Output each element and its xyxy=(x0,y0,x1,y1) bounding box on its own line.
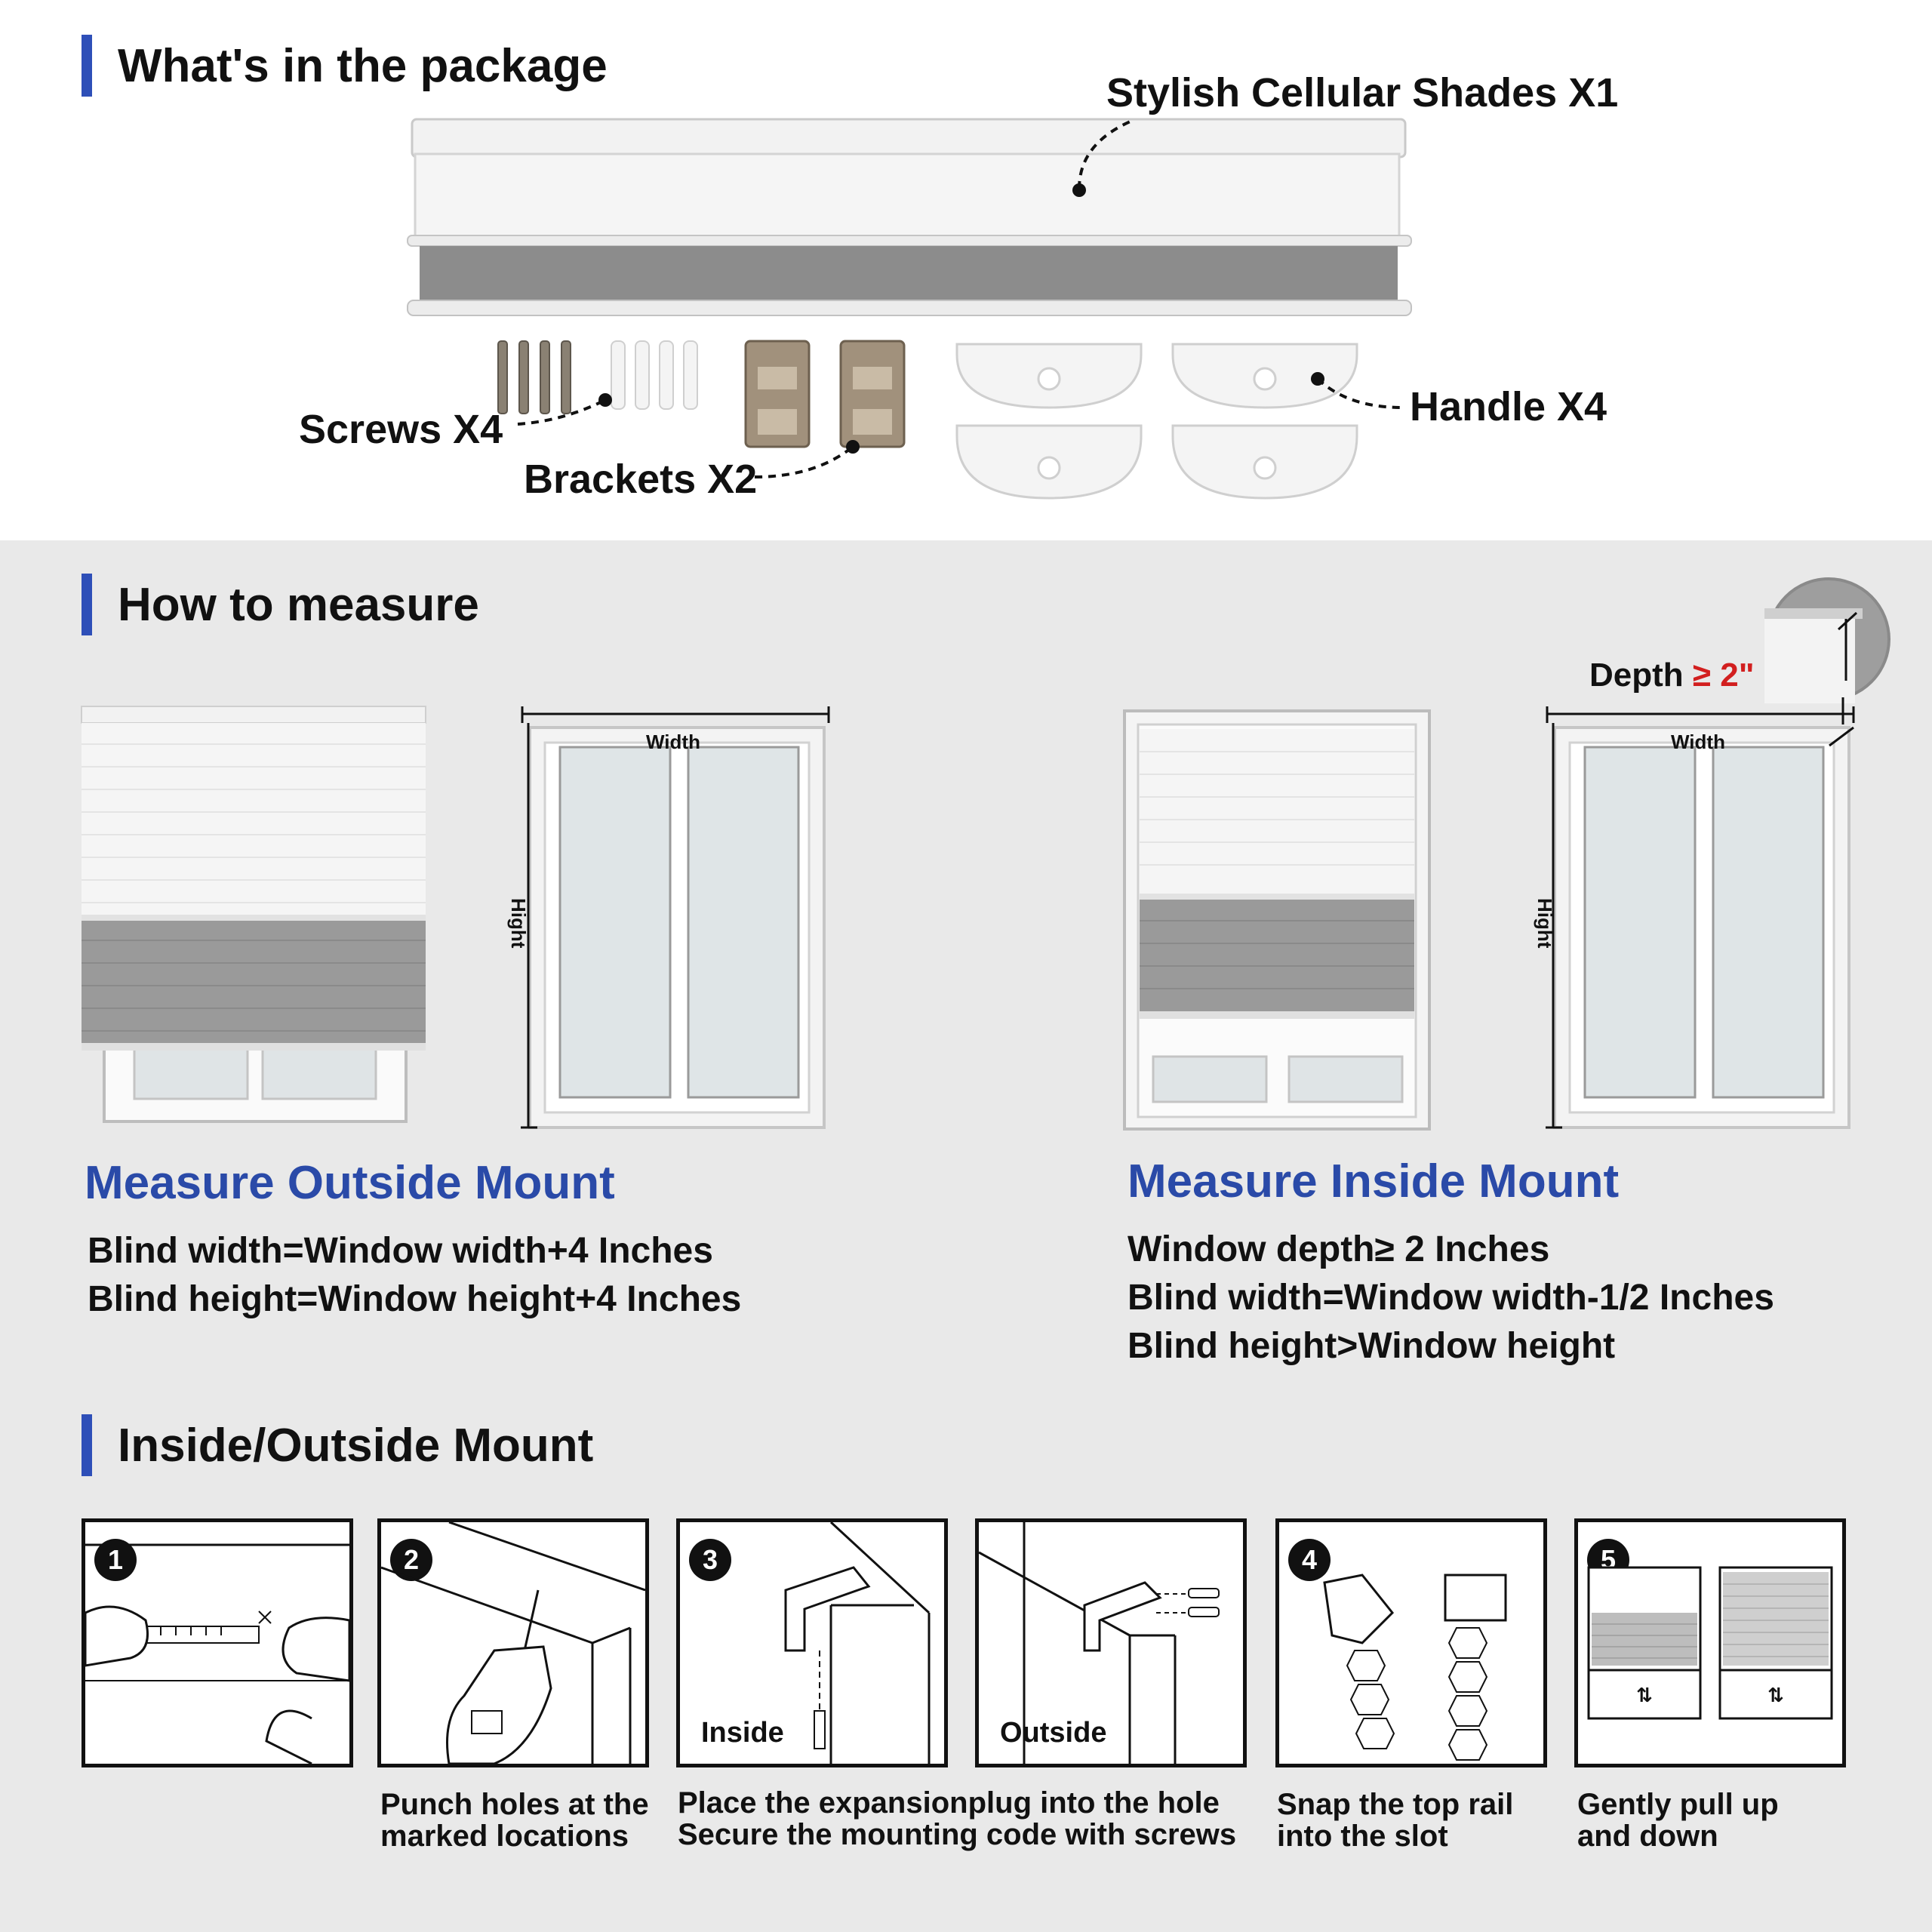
screws-leader-line xyxy=(517,393,612,426)
step-3-inside-panel: 3 Inside xyxy=(676,1518,948,1767)
brackets-leader-line xyxy=(754,440,860,478)
measuring-hands-illustration xyxy=(85,1543,349,1764)
caption-line: marked locations xyxy=(380,1820,629,1853)
snap-rail-illustration xyxy=(1323,1574,1507,1761)
mount-title: Inside/Outside Mount xyxy=(118,1420,594,1472)
inside-width-label: Width xyxy=(1671,731,1725,753)
outside-bracket-illustration xyxy=(979,1522,1220,1764)
inside-height-label: Hight xyxy=(1534,898,1556,949)
outside-width-label: Width xyxy=(646,731,700,753)
depth-pointer xyxy=(1841,697,1844,724)
handle-leader-line xyxy=(1311,372,1403,409)
inside-mount-window-diagram xyxy=(1546,706,1855,1129)
step-3-caption: Place the expansionplug into the hole Se… xyxy=(678,1787,1236,1850)
caption-line: and down xyxy=(1577,1820,1718,1853)
step-number: 3 xyxy=(689,1539,731,1581)
pull-shade-illustration: ⇅ ⇅ xyxy=(1587,1566,1833,1720)
step-5-panel: 5 ⇅ ⇅ xyxy=(1574,1518,1846,1767)
step-4-panel: 4 xyxy=(1275,1518,1547,1767)
caption-line: Place the expansionplug into the hole xyxy=(678,1786,1220,1820)
step-2-caption: Punch holes at the marked locations xyxy=(380,1789,649,1852)
step-3-outside-panel: Outside xyxy=(975,1518,1247,1767)
outside-mount-line: Blind height=Window height+4 Inches xyxy=(88,1279,742,1319)
depth-text: Depth ≥ 2" xyxy=(1589,657,1755,694)
outside-mount-window-diagram xyxy=(521,706,830,1129)
outside-mount-line: Blind width=Window width+4 Inches xyxy=(88,1231,713,1271)
inside-mount-line: Blind width=Window width-1/2 Inches xyxy=(1128,1278,1774,1318)
handles-image xyxy=(955,343,1358,500)
svg-text:⇅: ⇅ xyxy=(1767,1684,1784,1707)
step-number: 4 xyxy=(1288,1539,1331,1581)
screws-label: Screws X4 xyxy=(299,407,503,452)
caption-line: Punch holes at the xyxy=(380,1788,649,1821)
inside-mount-shade-image xyxy=(1123,709,1431,1131)
step-4-caption: Snap the top rail into the slot xyxy=(1277,1789,1513,1852)
brackets-label: Brackets X2 xyxy=(524,457,758,502)
step-2-panel: 2 xyxy=(377,1518,649,1767)
section-marker xyxy=(82,1414,92,1476)
drill-illustration xyxy=(381,1522,645,1764)
screws-image xyxy=(497,340,698,414)
depth-magnifier xyxy=(1764,577,1890,703)
inside-label: Inside xyxy=(701,1717,784,1749)
inside-bracket-illustration xyxy=(784,1522,931,1764)
caption-line: into the slot xyxy=(1277,1820,1448,1853)
shade-leader-line xyxy=(1072,119,1133,197)
brackets-image xyxy=(744,340,906,448)
inside-mount-line: Window depth≥ 2 Inches xyxy=(1128,1229,1550,1269)
handle-label: Handle X4 xyxy=(1410,384,1607,429)
step-1-panel: 1 xyxy=(82,1518,353,1767)
outside-height-label: Hight xyxy=(507,898,530,949)
package-title: What's in the package xyxy=(118,40,608,92)
caption-line: Gently pull up xyxy=(1577,1788,1779,1821)
caption-line: Secure the mounting code with screws xyxy=(678,1818,1237,1851)
inside-mount-line: Blind height>Window height xyxy=(1128,1326,1616,1366)
depth-value: ≥ 2" xyxy=(1692,657,1755,694)
inside-mount-heading: Measure Inside Mount xyxy=(1128,1155,1620,1208)
section-marker xyxy=(82,574,92,635)
section-marker xyxy=(82,35,92,97)
shade-label: Stylish Cellular Shades X1 xyxy=(1106,70,1619,115)
outside-mount-heading: Measure Outside Mount xyxy=(85,1157,615,1209)
caption-line: Snap the top rail xyxy=(1277,1788,1514,1821)
depth-label: Depth xyxy=(1589,657,1684,694)
measure-title: How to measure xyxy=(118,579,479,631)
step-5-caption: Gently pull up and down xyxy=(1577,1789,1779,1852)
svg-text:⇅: ⇅ xyxy=(1636,1684,1653,1707)
outside-mount-shade-image xyxy=(81,706,426,1123)
cellular-shade-image xyxy=(407,118,1412,316)
outside-label: Outside xyxy=(1000,1717,1107,1749)
